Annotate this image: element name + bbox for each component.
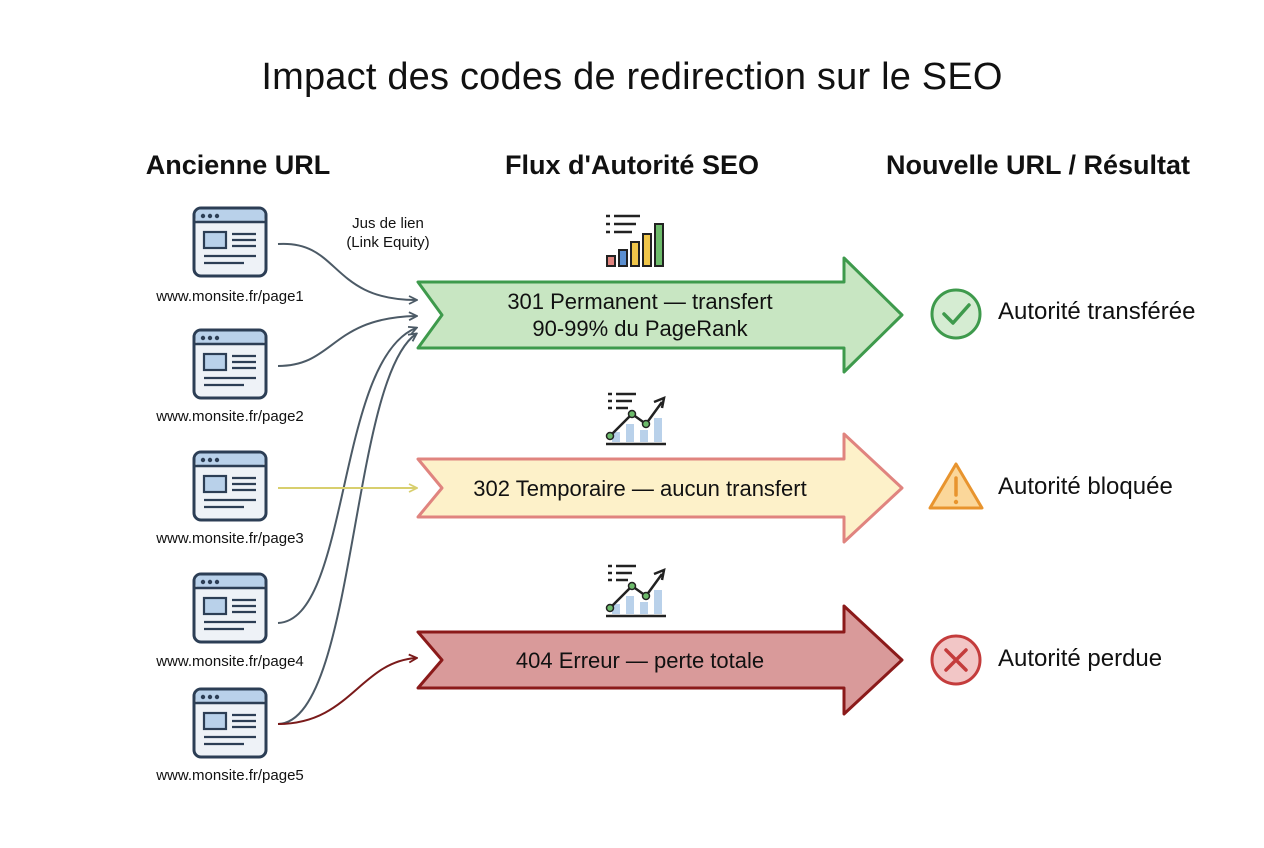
url-label-page3: www.monsite.fr/page3	[156, 530, 304, 547]
link-equity-line2: (Link Equity)	[346, 234, 430, 251]
browser-window-icon	[192, 450, 268, 522]
line-chart-icon	[604, 564, 668, 618]
connectors	[277, 242, 416, 725]
result-label-transferred: Autorité transférée	[998, 298, 1196, 325]
result-label-blocked: Autorité bloquée	[998, 473, 1173, 500]
flow-arrow-302	[416, 432, 904, 544]
line-chart-icon	[604, 392, 668, 446]
column-header-result: Nouvelle URL / Résultat	[885, 150, 1191, 180]
url-label-page5: www.monsite.fr/page5	[156, 767, 304, 784]
flow-text-404: 404 Erreur — perte totale	[515, 648, 765, 673]
flow-text-301-line1: 301 Permanent — transfert	[507, 289, 773, 314]
flow-arrow-404	[416, 604, 904, 716]
browser-window-icon	[192, 687, 268, 759]
browser-window-icon	[192, 328, 268, 400]
diagram-title: Impact des codes de redirection sur le S…	[261, 56, 1003, 98]
link-equity-label: Jus de lien (Link Equity)	[318, 214, 458, 252]
bar-chart-icon	[606, 214, 664, 267]
check-circle-icon	[930, 288, 982, 340]
url-label-page2: www.monsite.fr/page2	[156, 408, 304, 425]
flow-arrow-301	[416, 256, 904, 374]
cross-circle-icon	[930, 634, 982, 686]
column-header-flow: Flux d'Autorité SEO	[505, 150, 759, 180]
browser-window-icon	[192, 572, 268, 644]
browser-window-icon	[192, 206, 268, 278]
flow-text-301: 301 Permanent — transfert 90-99% du Page…	[430, 288, 850, 342]
url-label-page1: www.monsite.fr/page1	[156, 288, 304, 305]
url-label-page4: www.monsite.fr/page4	[156, 653, 304, 670]
warning-triangle-icon	[928, 462, 984, 510]
link-equity-line1: Jus de lien	[352, 215, 424, 232]
result-label-lost: Autorité perdue	[998, 645, 1163, 672]
column-header-old-url: Ancienne URL	[145, 150, 331, 180]
flow-text-301-line2: 90-99% du PageRank	[532, 316, 748, 341]
flow-text-302: 302 Temporaire — aucun transfert	[473, 476, 807, 501]
